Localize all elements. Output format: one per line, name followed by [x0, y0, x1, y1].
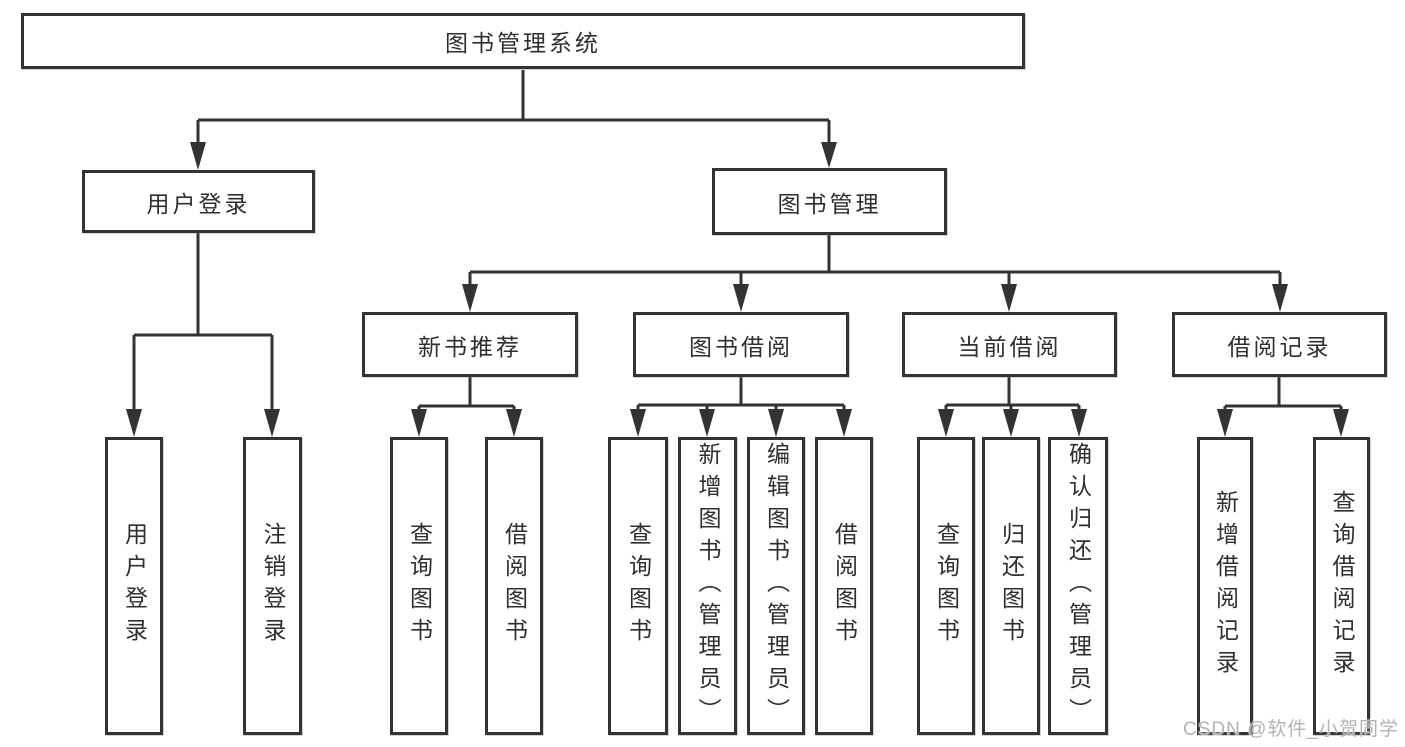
leaf-query-books-current: 查询图书 — [917, 437, 975, 735]
leaf-borrow-books-newbk: 借阅图书 — [485, 437, 543, 735]
leaf-label: 查询图书 — [625, 522, 652, 650]
leaf-label: 查询借阅记录 — [1329, 490, 1355, 682]
leaf-label: 确认归还（管理员） — [1065, 442, 1092, 730]
leaf-add-books-admin: 新增图书（管理员） — [678, 437, 737, 735]
leaf-label: 编辑图书（管理员） — [763, 442, 790, 730]
arrowhead-down-icon — [462, 284, 478, 312]
node-new-book-recommendation: 新书推荐 — [362, 312, 578, 377]
leaf-label: 查询图书 — [933, 522, 960, 650]
connector-root-to-level2 — [190, 70, 837, 170]
leaf-add-borrow-record: 新增借阅记录 — [1197, 437, 1253, 735]
leaf-label: 查询图书 — [406, 522, 433, 650]
connector-new-books-to-leaves — [411, 377, 522, 437]
node-book-borrowing: 图书借阅 — [633, 312, 849, 377]
leaf-return-books: 归还图书 — [982, 437, 1040, 735]
arrowhead-down-icon — [699, 409, 715, 437]
arrowhead-down-icon — [1071, 409, 1087, 437]
leaf-edit-books-admin: 编辑图书（管理员） — [747, 437, 805, 735]
node-user-login: 用户登录 — [82, 170, 315, 233]
node-current-borrowing: 当前借阅 — [902, 312, 1117, 377]
arrowhead-down-icon — [1272, 284, 1288, 312]
arrowhead-down-icon — [264, 409, 280, 437]
leaf-query-borrow-record: 查询借阅记录 — [1313, 437, 1370, 735]
leaf-query-books-newbk: 查询图书 — [390, 437, 448, 735]
arrowhead-down-icon — [506, 409, 522, 437]
leaf-label: 借阅图书 — [501, 522, 528, 650]
leaf-logout: 注销登录 — [243, 437, 302, 735]
arrowhead-down-icon — [1003, 409, 1019, 437]
leaf-label: 新增图书（管理员） — [695, 442, 721, 730]
leaf-borrow-books: 借阅图书 — [815, 437, 873, 735]
arrowhead-down-icon — [411, 409, 427, 437]
leaf-label: 新增借阅记录 — [1212, 490, 1239, 682]
connector-borrowing-records-to-leaves — [1217, 377, 1349, 437]
arrowhead-down-icon — [1333, 409, 1349, 437]
arrowhead-down-icon — [126, 409, 142, 437]
arrowhead-down-icon — [768, 409, 784, 437]
connector-book-management-to-level3 — [462, 235, 1288, 312]
arrowhead-down-icon — [1001, 284, 1017, 312]
arrowhead-down-icon — [1217, 409, 1233, 437]
arrowhead-down-icon — [938, 409, 954, 437]
node-library-management-system: 图书管理系统 — [21, 13, 1025, 69]
connector-current-borrowing-to-leaves — [938, 377, 1087, 437]
node-borrowing-records: 借阅记录 — [1172, 312, 1387, 377]
arrowhead-down-icon — [733, 284, 749, 312]
leaf-user-login: 用户登录 — [105, 437, 163, 735]
leaf-label: 归还图书 — [998, 522, 1025, 650]
arrowhead-down-icon — [630, 409, 646, 437]
leaf-query-books-borrow: 查询图书 — [608, 437, 668, 735]
leaf-label: 用户登录 — [121, 522, 148, 650]
leaf-label: 注销登录 — [260, 522, 286, 650]
leaf-confirm-return-admin: 确认归还（管理员） — [1048, 437, 1108, 735]
connector-user-login-to-leaves — [126, 233, 280, 437]
csdn-watermark: CSDN @软件_小贺同学 — [1183, 719, 1399, 740]
connector-book-borrowing-to-leaves — [630, 377, 852, 437]
arrowhead-down-icon — [821, 142, 837, 168]
node-book-management: 图书管理 — [712, 168, 947, 235]
arrowhead-down-icon — [836, 409, 852, 437]
arrowhead-down-icon — [190, 142, 206, 170]
leaf-label: 借阅图书 — [831, 522, 858, 650]
